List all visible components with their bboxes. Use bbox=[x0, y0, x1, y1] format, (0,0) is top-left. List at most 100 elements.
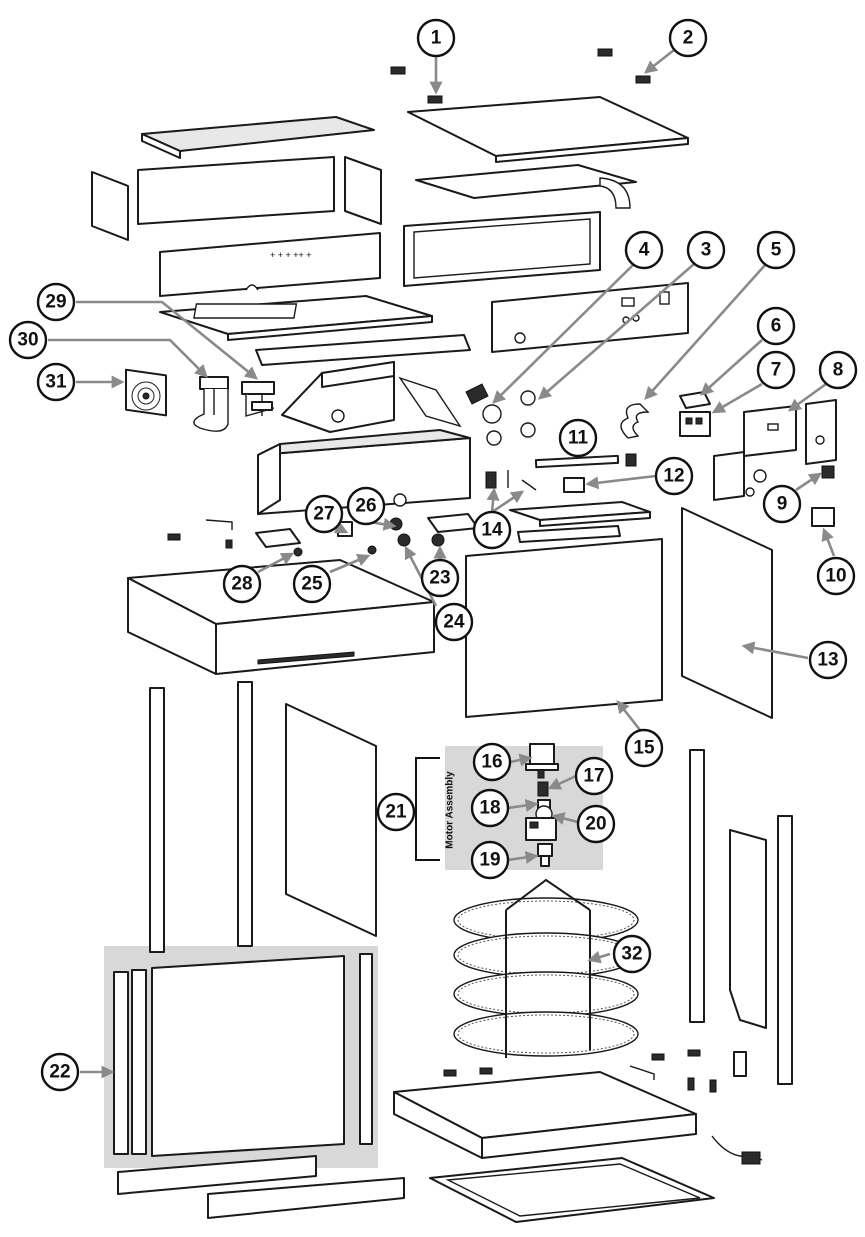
foot-1 bbox=[443, 1069, 457, 1077]
connector-part-11 bbox=[625, 453, 637, 467]
callout-6: 6 bbox=[756, 306, 796, 346]
svg-text:22: 22 bbox=[49, 1062, 70, 1083]
insulation-right-block bbox=[344, 156, 382, 225]
bottom-frame bbox=[429, 1157, 715, 1223]
clip-part-3 bbox=[520, 390, 536, 438]
svg-text:29: 29 bbox=[45, 292, 66, 313]
insulation-left-block bbox=[91, 171, 129, 241]
nut-part-28 bbox=[293, 547, 303, 557]
callout-12: 12 bbox=[654, 456, 694, 496]
latch-part bbox=[629, 1065, 655, 1080]
switch-part-9 bbox=[821, 465, 835, 479]
callout-26: 26 bbox=[346, 486, 386, 526]
oven-cabinet-base bbox=[127, 559, 435, 675]
heating-element-part-29 bbox=[241, 381, 275, 417]
rear-mounting-panel: + + + ++ + bbox=[159, 232, 381, 297]
duct-baffle bbox=[398, 376, 462, 428]
callout-24: 24 bbox=[434, 602, 474, 642]
grommet bbox=[753, 469, 767, 483]
rack-support-bracket bbox=[729, 829, 767, 1029]
top-heater-plate bbox=[159, 295, 433, 341]
callout-7: 7 bbox=[756, 350, 796, 390]
grommet-2 bbox=[745, 487, 755, 497]
side-rail-right-1 bbox=[689, 749, 705, 1023]
bolt-1 bbox=[687, 1077, 695, 1091]
foot-4 bbox=[687, 1049, 701, 1057]
shaft-part-19 bbox=[537, 843, 553, 867]
svg-text:20: 20 bbox=[585, 814, 606, 835]
caster-bracket bbox=[733, 1051, 747, 1077]
callout-3: 3 bbox=[686, 230, 726, 270]
callout-10: 10 bbox=[816, 556, 856, 596]
tray-gasket bbox=[517, 525, 621, 543]
callout-2: 2 bbox=[668, 18, 708, 58]
callout-23: 23 bbox=[420, 558, 460, 598]
door-trim-left-1 bbox=[149, 687, 165, 953]
svg-text:27: 27 bbox=[313, 504, 334, 525]
callout-29: 29 bbox=[36, 282, 76, 322]
callout-25: 25 bbox=[292, 564, 332, 604]
svg-text:2: 2 bbox=[683, 28, 694, 49]
control-board-part-8 bbox=[743, 399, 837, 465]
heater-gasket bbox=[255, 334, 471, 366]
nut-part-25 bbox=[367, 545, 377, 555]
hose-part-5 bbox=[620, 403, 650, 439]
door-trim-left-2 bbox=[237, 681, 253, 947]
bolt-2 bbox=[709, 1079, 717, 1093]
switch-part-6-7 bbox=[679, 391, 711, 437]
callout-5: 5 bbox=[756, 230, 796, 270]
bracket-part-14 bbox=[485, 471, 497, 489]
rotating-rack-part-32 bbox=[453, 878, 639, 1058]
door-assembly-part-22 bbox=[113, 953, 373, 1157]
svg-text:26: 26 bbox=[355, 496, 376, 517]
callout-15: 15 bbox=[624, 728, 664, 768]
svg-text:10: 10 bbox=[825, 566, 846, 587]
svg-text:9: 9 bbox=[777, 494, 788, 515]
power-plug bbox=[741, 1151, 761, 1165]
callout-4: 4 bbox=[624, 230, 664, 270]
assembly-bracket bbox=[415, 757, 440, 861]
top-clip-3 bbox=[597, 48, 613, 57]
svg-text:13: 13 bbox=[817, 650, 838, 671]
callout-19: 19 bbox=[470, 840, 510, 880]
svg-text:5: 5 bbox=[771, 240, 782, 261]
callout-14: 14 bbox=[472, 510, 512, 550]
callout-9: 9 bbox=[762, 484, 802, 524]
air-duct bbox=[281, 361, 395, 433]
relay-part-10 bbox=[811, 507, 835, 527]
terminal-part bbox=[225, 539, 233, 549]
svg-text:25: 25 bbox=[301, 574, 323, 595]
callout-16: 16 bbox=[472, 742, 512, 782]
callout-20: 20 bbox=[576, 804, 616, 844]
knob-part-23 bbox=[431, 533, 445, 547]
svg-text:11: 11 bbox=[568, 428, 589, 449]
svg-text:8: 8 bbox=[833, 360, 844, 381]
heater-housing bbox=[257, 429, 471, 515]
callout-1: 1 bbox=[416, 18, 456, 58]
callout-11: 11 bbox=[558, 418, 598, 458]
side-panel-part-13 bbox=[681, 507, 773, 719]
bracket-small-a bbox=[167, 533, 181, 541]
top-cover-panel bbox=[407, 96, 689, 163]
front-control-frame-inner bbox=[413, 218, 591, 279]
callout-22: 22 bbox=[40, 1052, 80, 1092]
glass-panel bbox=[285, 703, 377, 937]
gasket-right bbox=[427, 513, 479, 533]
svg-text:28: 28 bbox=[231, 574, 252, 595]
bottom-trim-1 bbox=[117, 1155, 317, 1195]
svg-text:21: 21 bbox=[385, 802, 407, 823]
callout-21: 21 bbox=[376, 792, 416, 832]
side-panel-part-15 bbox=[465, 538, 663, 718]
svg-text:24: 24 bbox=[443, 612, 465, 633]
svg-text:14: 14 bbox=[481, 520, 503, 541]
svg-text:16: 16 bbox=[481, 752, 502, 773]
svg-text:1: 1 bbox=[431, 28, 442, 49]
transformer-part-12 bbox=[563, 477, 585, 493]
upper-inner-panel bbox=[415, 164, 637, 209]
tray-part-14 bbox=[509, 501, 651, 527]
insulation-top-panel bbox=[141, 116, 375, 159]
knob-part-24 bbox=[397, 533, 411, 547]
sensor-wire-part bbox=[205, 519, 233, 530]
foot-3 bbox=[651, 1053, 665, 1061]
side-rail-right-2 bbox=[777, 815, 793, 1085]
